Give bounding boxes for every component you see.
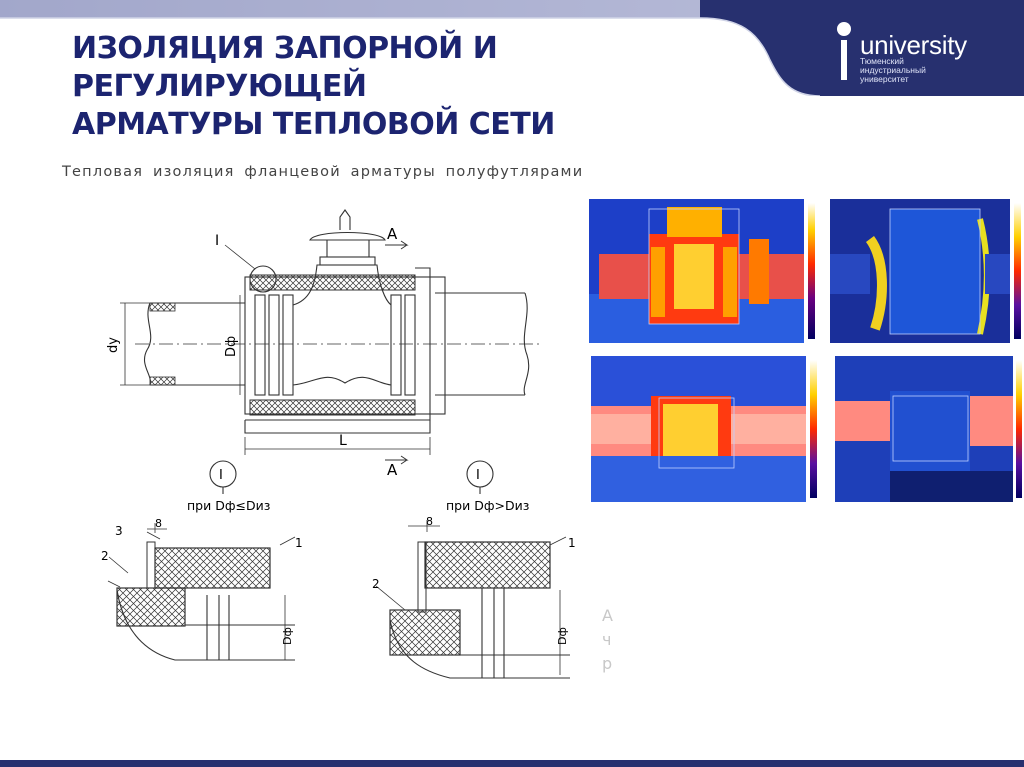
df-label: Dф: [224, 336, 239, 357]
detail-right-df: Dф: [556, 627, 569, 645]
detail-left-callout-1: 1: [295, 536, 303, 550]
logo-sub-line-2: индустриальный: [860, 65, 926, 75]
cut-text-line-2: ч: [602, 630, 612, 649]
detail-right-callout-2: 2: [372, 577, 380, 591]
thermal-flange-insulated-image: [835, 356, 1024, 502]
thermal-valve-hot-image: [589, 199, 819, 343]
thermal-valve-insulated-image: [830, 199, 1024, 343]
cut-text-line-3: р: [602, 654, 613, 673]
detail-left-df: Dф: [281, 627, 294, 645]
detail-right-callout-1: 1: [568, 536, 576, 550]
detail-right-caption: при Dф>Dиз: [446, 498, 529, 513]
footer-bar: [0, 760, 1024, 767]
thermal-flange-hot-image: [591, 356, 821, 502]
drawing-subtitle: Тепловая изоляция фланцевой арматуры пол…: [62, 164, 584, 180]
section-a-bottom-label: А: [387, 461, 398, 479]
title-line-1: ИЗОЛЯЦИЯ ЗАПОРНОЙ И РЕГУЛИРУЮЩЕЙ: [72, 31, 498, 104]
detail-right-mark: I: [476, 468, 480, 483]
detail-left-callout-2: 2: [101, 549, 109, 563]
detail-left-drawing: I при Dф≤Dиз 8 1 2 3 Dф: [101, 460, 303, 661]
logo-subtitle: Тюменский индустриальный университет: [860, 57, 926, 84]
length-label: L: [339, 433, 347, 449]
detail-left-mark: I: [219, 468, 223, 483]
detail-right-dim: 8: [426, 515, 433, 528]
logo-sub-line-1: Тюменский: [860, 56, 904, 66]
logo-wordmark: university: [860, 30, 967, 60]
valve-insulation-drawing: I А А dy Dф L: [106, 209, 540, 479]
section-a-top-label: А: [387, 225, 398, 243]
detail-mark-label: I: [215, 233, 219, 249]
detail-left-caption: при Dф≤Dиз: [187, 498, 270, 513]
cut-text-line-1: А: [602, 606, 613, 625]
header-band: [0, 0, 1024, 96]
dy-label: dy: [106, 337, 121, 353]
page-title: ИЗОЛЯЦИЯ ЗАПОРНОЙ И РЕГУЛИРУЮЩЕЙ АРМАТУР…: [72, 30, 712, 144]
title-line-2: АРМАТУРЫ ТЕПЛОВОЙ СЕТИ: [72, 107, 555, 142]
logo-sub-line-3: университет: [860, 74, 909, 84]
detail-left-dim: 8: [155, 517, 162, 530]
detail-left-callout-3: 3: [115, 524, 123, 538]
cut-off-text: А ч р: [602, 604, 613, 676]
detail-right-drawing: I при Dф>Dиз 8 1 2 Dф: [372, 460, 576, 679]
university-logo-icon: [837, 22, 851, 80]
